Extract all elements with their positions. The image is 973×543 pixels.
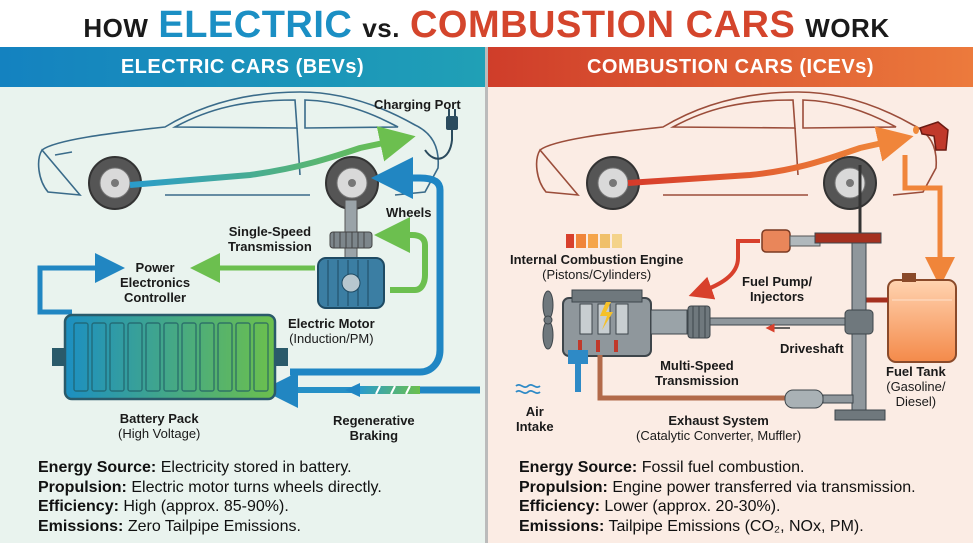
- fuel-to-engine-arrow: [688, 239, 760, 300]
- summary-row: Propulsion: Engine power transferred via…: [519, 478, 916, 496]
- electric-blue-loop: [290, 157, 444, 376]
- driveshaft-bar: [709, 317, 851, 326]
- fuel-tank-icon: [887, 273, 957, 363]
- electric-motor-icon: [317, 257, 385, 309]
- electric-panel-header: ELECTRIC CARS (BEVs): [0, 47, 485, 87]
- exhaust-muffler-icon: [784, 389, 854, 409]
- fuel-pump-icon: [761, 229, 821, 253]
- electric-green-loop: [374, 217, 428, 293]
- summary-row: Efficiency: Lower (approx. 20-30%).: [519, 498, 781, 515]
- summary-row: Emissions: Tailpipe Emissions (CO₂, NOx,…: [519, 517, 864, 535]
- fuel-fill-line: [902, 155, 955, 287]
- label-internal-combustion-engine: Internal Combustion Engine(Pistons/Cylin…: [510, 252, 684, 282]
- summary-row: Propulsion: Electric motor turns wheels …: [38, 478, 382, 496]
- exhaust-pipe: [597, 355, 790, 401]
- label-battery-pack: Battery Pack(High Voltage): [118, 411, 201, 441]
- title-how: HOW: [83, 13, 149, 43]
- motor-shaft: [344, 199, 358, 261]
- label-fuel-tank: Fuel Tank(Gasoline/Diesel): [886, 364, 946, 409]
- rear-axle-bottom: [834, 409, 886, 421]
- multi-speed-gear-icon: [650, 305, 711, 339]
- electric-flow-arrow-car: [129, 126, 416, 188]
- engine-heat-icon: [566, 234, 622, 248]
- charging-plug-icon: [446, 109, 458, 130]
- single-speed-gear-icon: [329, 231, 373, 249]
- summary-row: Efficiency: High (approx. 85-90%).: [38, 498, 289, 515]
- rear-axle-top: [814, 232, 882, 244]
- combustion-engine-icon: [562, 289, 652, 357]
- page-title: HOW ELECTRIC vs. COMBUSTION CARS WORK: [0, 4, 973, 47]
- summary-row: Energy Source: Fossil fuel combustion.: [519, 459, 805, 476]
- summary-row: Emissions: Zero Tailpipe Emissions.: [38, 517, 301, 535]
- label-wheels: Wheels: [386, 205, 432, 220]
- title-work: WORK: [805, 13, 890, 43]
- combustion-car-wheels: [586, 156, 877, 210]
- combustion-flow-arrow-car: [627, 126, 914, 186]
- electric-car-outline: [37, 91, 440, 196]
- air-intake-wave-icon: [515, 383, 541, 395]
- label-fuel-pump: Fuel Pump/Injectors: [742, 274, 813, 304]
- label-charging-port: Charging Port: [374, 97, 461, 112]
- differential-icon: [844, 309, 874, 335]
- engine-fan-icon: [542, 290, 554, 350]
- summary-row: Energy Source: Electricity stored in bat…: [38, 459, 352, 476]
- battery-pack-icon: [52, 313, 288, 401]
- fuel-nozzle-icon: [913, 121, 949, 151]
- label-exhaust-system: Exhaust System(Catalytic Converter, Muff…: [636, 413, 802, 443]
- title-vs: vs.: [362, 13, 400, 43]
- title-combustion: COMBUSTION CARS: [409, 4, 796, 46]
- electric-car-wheels: [88, 156, 379, 210]
- regen-braking-arrow-icon: [345, 383, 420, 397]
- electric-summary: Energy Source: Electricity stored in bat…: [38, 458, 382, 536]
- label-electric-motor: Electric Motor(Induction/PM): [288, 316, 375, 346]
- air-intake-box: [568, 350, 588, 364]
- combustion-summary: Energy Source: Fossil fuel combustion. P…: [519, 458, 916, 536]
- combustion-panel-header: COMBUSTION CARS (ICEVs): [488, 47, 973, 87]
- title-electric: ELECTRIC: [158, 4, 353, 46]
- battery-to-controller-arrow: [37, 253, 125, 315]
- label-driveshaft: Driveshaft: [780, 341, 844, 356]
- charging-cable: [424, 128, 453, 160]
